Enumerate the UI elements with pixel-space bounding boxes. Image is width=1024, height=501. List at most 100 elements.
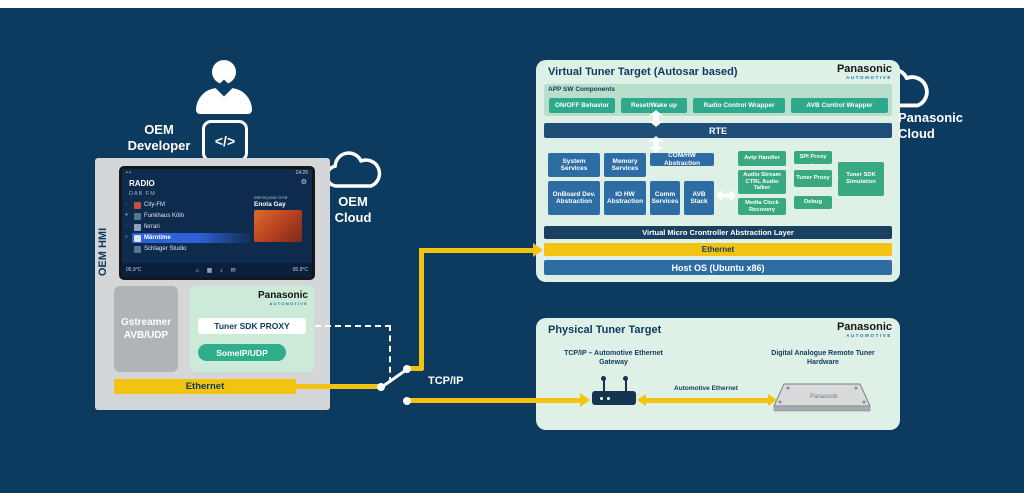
arrow-down-icon: ↓ [810, 162, 813, 168]
sim-box-tuner-sdk-sim: Tuner SDK Simulation [838, 162, 884, 196]
sim-box-avtp-handler: Avtp Handler [738, 151, 786, 166]
station-name: Funkhaus Köln [144, 213, 185, 219]
virtual-link-line [409, 366, 423, 371]
station-row[interactable]: Funkhaus Köln [132, 211, 250, 221]
station-name: Märntime [144, 235, 171, 241]
automotive-ethernet-label: Automotive Ethernet [674, 385, 738, 392]
gstreamer-label: Gstreamer AVB/UDP [121, 316, 171, 342]
gateway-label: TCP/IP – Automotive Ethernet Gateway [546, 349, 681, 367]
status-dots-icon: • • [126, 170, 131, 176]
switch-node-icon [403, 365, 411, 373]
tuner-hardware-label: Digital Analogue Remote Tuner Hardware [753, 349, 893, 367]
tcpip-label: TCP/IP [428, 375, 464, 387]
station-name: ferrari [144, 224, 160, 230]
ethernet-line-oem [296, 384, 382, 389]
back-icon[interactable]: ‹ [125, 201, 128, 207]
arrow-to-gateway [580, 393, 590, 407]
gstreamer-label-line1: Gstreamer [120, 317, 172, 328]
oem-cloud-icon [325, 151, 382, 188]
sim-box-audio-stream: Audio Stream CTRL Audio Talker [738, 170, 786, 194]
station-logo-icon [134, 212, 141, 220]
oem-cloud-label-line1: OEM [338, 194, 368, 209]
router-antenna-icon [603, 380, 605, 391]
gateway-label-line1: TCP/IP – Automotive Ethernet [564, 350, 663, 357]
someip-udp-badge: SomeIP/UDP [198, 344, 286, 361]
panasonic-logo: Panasonic AUTOMOTIVE [820, 64, 892, 81]
bottom-bar-icons[interactable]: ⌂ ▦ ♪ ✉ [195, 267, 239, 274]
arrow-right-head [768, 394, 777, 406]
virtual-link-line-vertical [419, 248, 424, 370]
virtual-link-line-horizontal [419, 248, 534, 253]
menu-icon[interactable]: ≡ [125, 234, 128, 240]
oem-hmi-side-label: OEM HMI [97, 227, 109, 277]
sim-box-media-clock: Media Clock Recovery [738, 198, 786, 215]
host-os-bar: Host OS (Ubuntu x86) [544, 260, 892, 275]
panasonic-logo-name: Panasonic [836, 321, 892, 333]
sim-box-spi-proxy: SPI Proxy [794, 151, 832, 164]
switch-node-icon [377, 383, 385, 391]
radio-clock: 14:26 [295, 170, 308, 176]
station-row-selected[interactable]: Märntime [132, 233, 250, 243]
physical-tuner-panel: Physical Tuner Target Panasonic AUTOMOTI… [536, 318, 900, 430]
app-component-onoff: ON/OFF Behavior [549, 98, 615, 113]
bsw-box-system-services: System Services [548, 153, 600, 177]
station-logo-icon [134, 245, 141, 253]
radio-band-tabs[interactable]: DAB FM [129, 191, 156, 197]
switch-node-icon [403, 397, 411, 405]
radio-title: RADIO [129, 179, 155, 188]
favorite-icon[interactable]: ★ [124, 212, 129, 218]
arrow-right-icon: → [787, 174, 794, 181]
bsw-box-onboard-dev: OnBoard Dev. Abstraction [548, 181, 600, 215]
automotive-ethernet-arrow [646, 398, 768, 403]
oem-cloud-label: OEM Cloud [316, 194, 390, 226]
now-playing-title: Enola Gay [254, 201, 286, 208]
app-component-avb-ctrl: AVB Control Wrapper [791, 98, 888, 113]
panasonic-logo-sub: AUTOMOTIVE [846, 75, 892, 80]
station-row[interactable]: ferrari [132, 222, 250, 232]
rte-bar: RTE [544, 123, 892, 138]
panasonic-logo: Panasonic AUTOMOTIVE [820, 322, 892, 339]
oem-hmi-panel: • • 14:26 RADIO ⚙ DAB FM ‹ ★ ♡ ≡ City-FM… [95, 158, 330, 410]
tuner-sdk-proxy-box: Panasonic AUTOMOTIVE Tuner SDK PROXY Som… [190, 286, 314, 372]
panasonic-cloud-label-line1: Panasonic [898, 110, 964, 125]
double-arrow-icon [649, 110, 663, 127]
gateway-label-line2: Gateway [599, 359, 628, 366]
tuner-hardware-label-line2: Hardware [807, 359, 839, 366]
radio-bottom-bar: 05.9°C ⌂ ▦ ♪ ✉ 05.9°C [122, 263, 312, 277]
station-row[interactable]: Schlager Studio [132, 244, 250, 254]
arrow-right-icon: → [787, 200, 794, 207]
radio-left-icon-strip[interactable]: ‹ ★ ♡ ≡ [123, 201, 130, 240]
app-component-radio-ctrl: Radio Control Wrapper [693, 98, 785, 113]
gstreamer-label-line2: AVB/UDP [123, 330, 169, 341]
physical-tuner-title: Physical Tuner Target [548, 324, 662, 336]
radio-display: • • 14:26 RADIO ⚙ DAB FM ‹ ★ ♡ ≡ City-FM… [119, 166, 315, 280]
oem-cloud-label-line2: Cloud [334, 210, 372, 225]
bsw-box-comm-services: Comm Services [650, 181, 680, 215]
arrow-left-head [637, 394, 646, 406]
app-sw-label: APP SW Components [548, 86, 616, 93]
router-antenna-tip-icon [601, 376, 606, 381]
station-row[interactable]: City-FM [132, 200, 250, 210]
sim-box-tuner-proxy: Tuner Proxy [794, 170, 832, 187]
panasonic-logo-sub: AUTOMOTIVE [269, 301, 308, 306]
album-art [254, 210, 302, 242]
station-name: City-FM [144, 202, 165, 208]
temperature-right: 05.9°C [292, 267, 308, 273]
oem-developer-label-line2: Developer [127, 138, 191, 153]
tcpip-line [409, 398, 581, 403]
heart-icon[interactable]: ♡ [124, 223, 129, 229]
gear-icon[interactable]: ⚙ [300, 179, 307, 186]
temperature-left: 05.9°C [126, 267, 142, 273]
sdk-proxy-dashed-link-h [315, 325, 391, 327]
arrow-to-virtual-ethernet [533, 243, 543, 257]
code-icon: </> [202, 120, 248, 162]
oem-developer-label-line1: OEM [144, 122, 174, 137]
bsw-box-avb-stack: AVB Stack [684, 181, 714, 215]
station-logo-icon [134, 201, 141, 209]
station-info-label: Merseyside DAB [254, 195, 288, 200]
hardware-board-text: Panasonic [810, 394, 838, 400]
bsw-box-memory-services: Memory Services [604, 153, 646, 177]
station-name: Schlager Studio [144, 246, 187, 252]
virtual-tuner-panel: Virtual Tuner Target (Autosar based) Pan… [536, 60, 900, 282]
